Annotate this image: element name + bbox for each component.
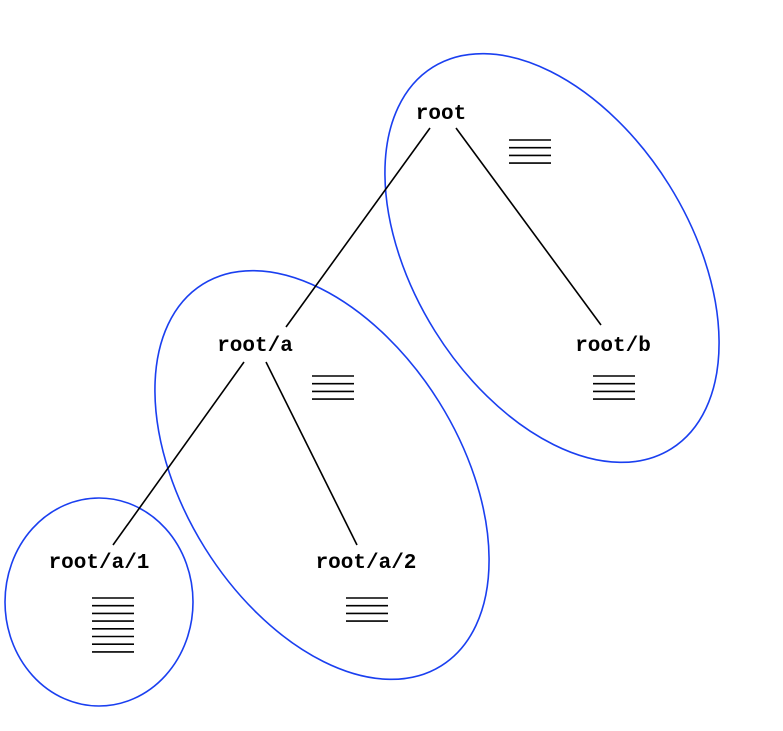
stack-icon-root-a (312, 375, 354, 400)
stack-icon-root-b (593, 375, 635, 400)
edge-root-to-rootb (455, 127, 602, 326)
stack-icon-root (509, 139, 551, 164)
node-label-root-a: root/a (217, 335, 293, 358)
group-roota-roota2 (154, 269, 490, 681)
edge-root-to-roota (285, 127, 431, 328)
edge-roota-to-roota2 (265, 361, 358, 546)
node-label-root-b: root/b (575, 335, 651, 358)
group-roota1 (4, 497, 194, 707)
node-label-root: root (416, 103, 466, 126)
stack-icon-root-a-1 (92, 597, 134, 653)
edge-roota-to-roota1 (112, 361, 245, 546)
node-label-root-a-2: root/a/2 (316, 552, 417, 575)
group-root-rootb (384, 52, 720, 464)
node-label-root-a-1: root/a/1 (49, 552, 150, 575)
stack-icon-root-a-2 (346, 597, 388, 622)
